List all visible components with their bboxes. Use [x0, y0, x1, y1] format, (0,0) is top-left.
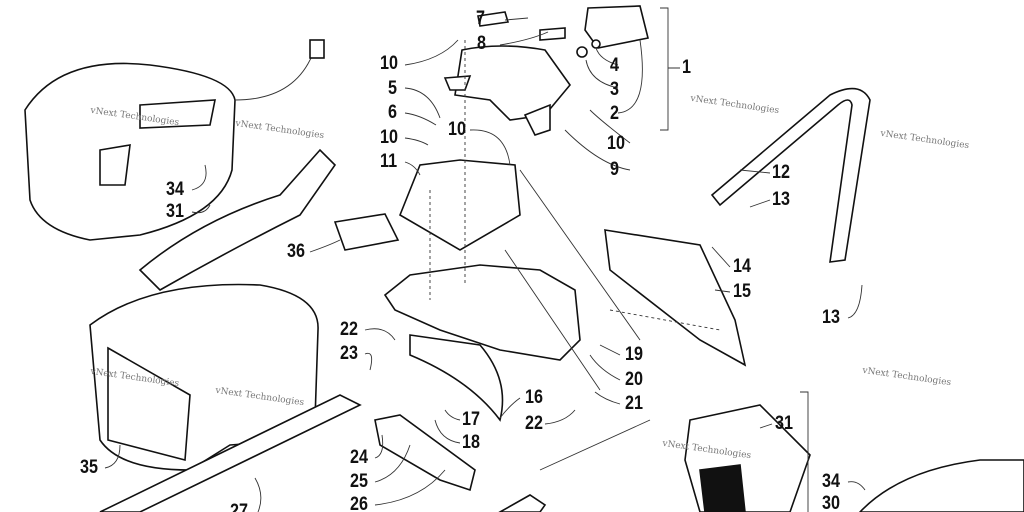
callout-16: 16 — [525, 387, 543, 408]
callout-35: 35 — [80, 457, 98, 478]
callout-9: 9 — [610, 159, 619, 180]
callout-20: 20 — [625, 369, 643, 390]
callout-34: 34 — [166, 179, 184, 200]
callout-5: 5 — [388, 78, 397, 99]
callout-14: 14 — [733, 256, 751, 277]
callout-31: 31 — [775, 413, 793, 434]
callout-7: 7 — [476, 8, 485, 29]
callout-4: 4 — [610, 55, 619, 76]
saddle-bag-left — [24, 62, 236, 241]
callout-10: 10 — [448, 119, 466, 140]
callout-21: 21 — [625, 393, 643, 414]
side-panel — [604, 229, 747, 367]
callout-8: 8 — [477, 33, 486, 54]
callout-36: 36 — [287, 241, 305, 262]
callout-18: 18 — [462, 432, 480, 453]
callout-10: 10 — [380, 127, 398, 148]
callout-34: 34 — [822, 471, 840, 492]
callout-23: 23 — [340, 343, 358, 364]
plate — [333, 213, 400, 251]
mount-bracket — [374, 414, 476, 492]
callout-2: 2 — [610, 103, 619, 124]
license-plate-bracket — [399, 159, 521, 251]
tail-light — [584, 5, 649, 49]
callout-24: 24 — [350, 447, 368, 468]
callout-22: 22 — [525, 413, 543, 434]
callout-27: 27 — [230, 501, 248, 512]
callout-10: 10 — [380, 53, 398, 74]
callout-11: 11 — [380, 151, 398, 172]
callout-30: 30 — [822, 493, 840, 512]
callout-6: 6 — [388, 102, 397, 123]
callout-26: 26 — [350, 494, 368, 512]
callout-1: 1 — [682, 57, 691, 78]
callout-13: 13 — [822, 307, 840, 328]
callout-31: 31 — [166, 201, 184, 222]
callout-15: 15 — [733, 281, 751, 302]
callout-3: 3 — [610, 79, 619, 100]
frame-rail — [99, 394, 362, 512]
callout-12: 12 — [772, 162, 790, 183]
callout-13: 13 — [772, 189, 790, 210]
callout-10: 10 — [607, 133, 625, 154]
callout-22: 22 — [340, 319, 358, 340]
tail-light-housing — [454, 45, 572, 121]
grab-bar — [710, 87, 871, 263]
rail — [138, 148, 337, 291]
callout-17: 17 — [462, 409, 480, 430]
callout-25: 25 — [350, 471, 368, 492]
callout-19: 19 — [625, 344, 643, 365]
